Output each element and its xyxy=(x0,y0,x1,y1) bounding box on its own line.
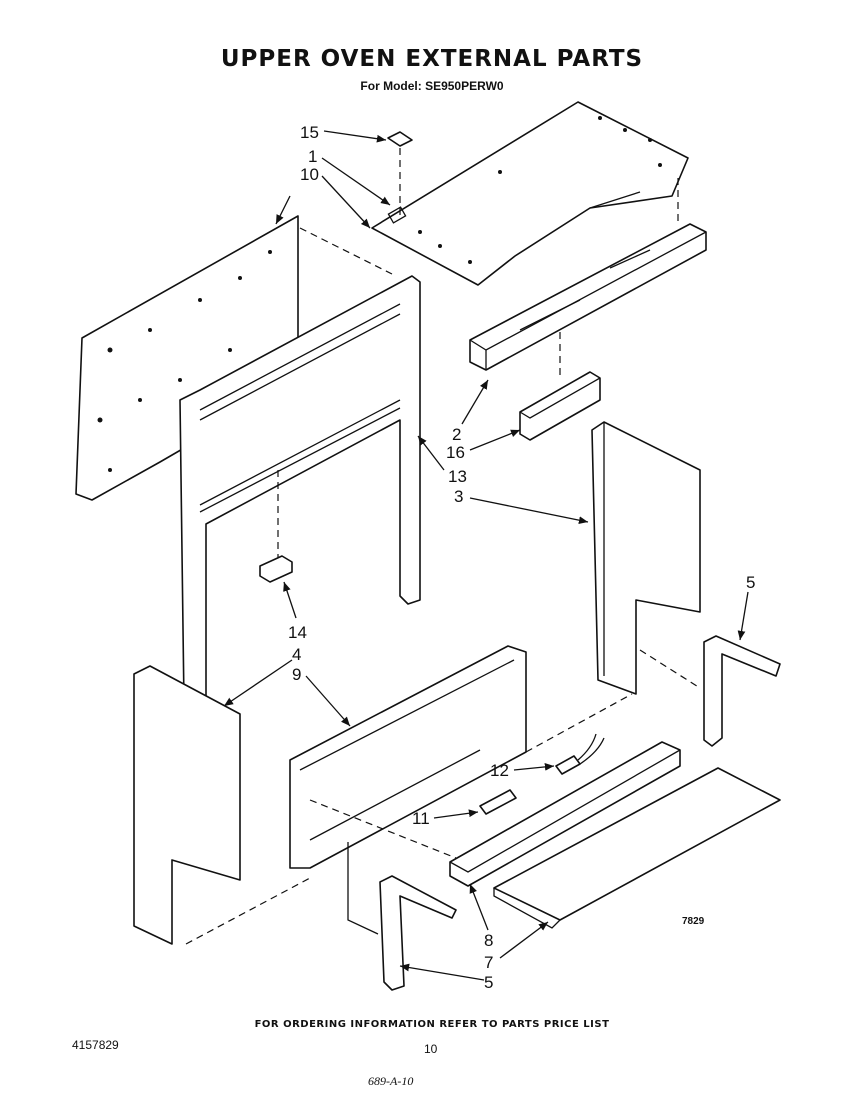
callout-14: 14 xyxy=(288,623,307,642)
figure-number: 7829 xyxy=(682,916,705,927)
callout-5-bottom: 5 xyxy=(484,973,493,992)
front-trim-bar-part xyxy=(469,178,707,380)
callout-3: 3 xyxy=(454,487,463,506)
ordering-note: FOR ORDERING INFORMATION REFER TO PARTS … xyxy=(254,1019,610,1030)
top-panel-part xyxy=(371,101,689,286)
callout-16: 16 xyxy=(446,443,465,462)
callout-7: 7 xyxy=(484,953,493,972)
rail-part-8 xyxy=(449,741,681,887)
drip-tray-part-7 xyxy=(493,767,781,929)
bracket-part-16 xyxy=(519,371,601,441)
sensor-part-12 xyxy=(555,733,605,775)
page-number: 10 xyxy=(424,1042,438,1056)
handwritten-note: 689-A-10 xyxy=(368,1074,414,1088)
clip-part-15 xyxy=(387,131,413,215)
rod-part-11 xyxy=(479,789,517,815)
callout-2: 2 xyxy=(452,425,461,444)
callout-11: 11 xyxy=(412,809,430,828)
callout-13: 13 xyxy=(448,467,467,486)
callout-12: 12 xyxy=(490,761,509,780)
left-side-panel-part xyxy=(133,665,311,945)
callout-15: 15 xyxy=(300,123,319,142)
callout-9: 9 xyxy=(292,665,301,684)
callout-5-right: 5 xyxy=(746,573,755,592)
hinge-part-bottom xyxy=(379,875,457,991)
leader-lines xyxy=(223,130,749,981)
callout-1: 1 xyxy=(308,147,317,166)
page-title: UPPER OVEN EXTERNAL PARTS xyxy=(220,46,644,72)
callout-10: 10 xyxy=(300,165,319,184)
rear-panel-part xyxy=(75,215,393,501)
hinge-part-right xyxy=(703,635,781,747)
bottom-tray-part xyxy=(289,645,633,935)
right-side-panel-part xyxy=(591,421,701,695)
callout-4: 4 xyxy=(292,645,301,664)
part-number: 4157829 xyxy=(72,1038,119,1052)
callout-8: 8 xyxy=(484,931,493,950)
model-subtitle: For Model: SE950PERW0 xyxy=(360,79,504,93)
bracket-part-14 xyxy=(259,555,293,583)
